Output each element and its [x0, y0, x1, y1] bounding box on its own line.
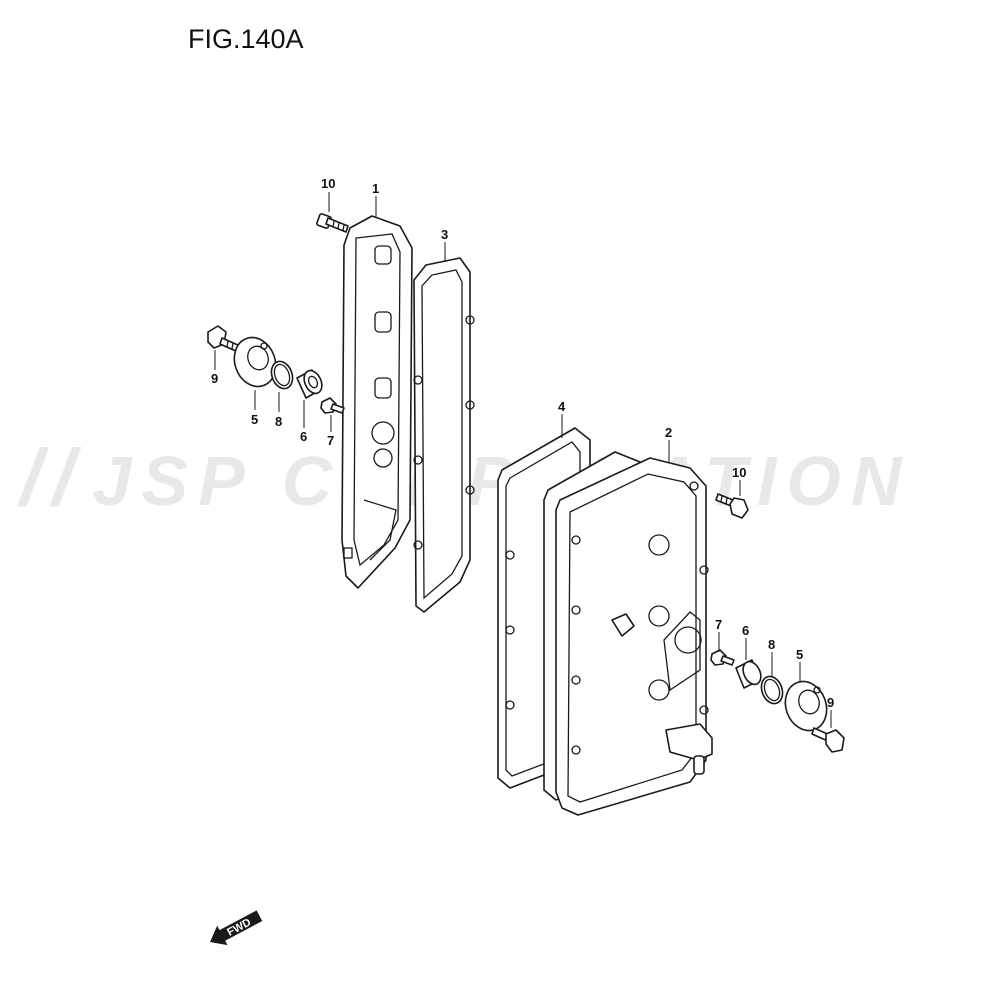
part-7-bolt-left[interactable]: [320, 397, 345, 414]
callout-8-left: 8: [275, 414, 282, 429]
part-1-cover[interactable]: [341, 215, 413, 589]
callout-7-right: 7: [715, 617, 722, 632]
leader-lines: [214, 192, 832, 728]
part-5-cap-right[interactable]: [779, 676, 834, 737]
figure-title: FIG.140A: [188, 24, 304, 54]
part-10-bolt-right[interactable]: [715, 493, 749, 519]
part-8-o-ring-right[interactable]: [758, 673, 786, 706]
callout-labels: 10 1 3 9 5 8 6 7 4 2 10 7 6 8 5 9: [211, 176, 834, 710]
callout-9-right: 9: [827, 695, 834, 710]
part-9-bolt-left[interactable]: [207, 325, 241, 353]
part-6-sleeve-right[interactable]: [735, 659, 764, 689]
callout-9-left: 9: [211, 371, 218, 386]
fwd-arrow-icon: FWD: [210, 910, 263, 946]
callout-5-left: 5: [251, 412, 258, 427]
callout-6-left: 6: [300, 429, 307, 444]
callout-5-right: 5: [796, 647, 803, 662]
callout-3: 3: [441, 227, 448, 242]
part-3-gasket[interactable]: [413, 257, 475, 613]
part-8-o-ring-left[interactable]: [268, 358, 296, 391]
callout-8-right: 8: [768, 637, 775, 652]
part-5-cap-left[interactable]: [228, 332, 283, 393]
part-6-sleeve-left[interactable]: [296, 368, 325, 399]
part-10-bolt-left[interactable]: [316, 213, 349, 233]
callout-2: 2: [665, 425, 672, 440]
part-9-bolt-right[interactable]: [811, 727, 845, 753]
callout-10-right: 10: [732, 465, 746, 480]
callout-1: 1: [372, 181, 379, 196]
callout-4: 4: [558, 399, 566, 414]
fwd-label: FWD: [225, 916, 253, 938]
callout-6-right: 6: [742, 623, 749, 638]
callout-7-left: 7: [327, 433, 334, 448]
callout-10-left: 10: [321, 176, 335, 191]
part-7-bolt-right[interactable]: [710, 649, 735, 666]
part-2-cover[interactable]: [555, 457, 713, 816]
